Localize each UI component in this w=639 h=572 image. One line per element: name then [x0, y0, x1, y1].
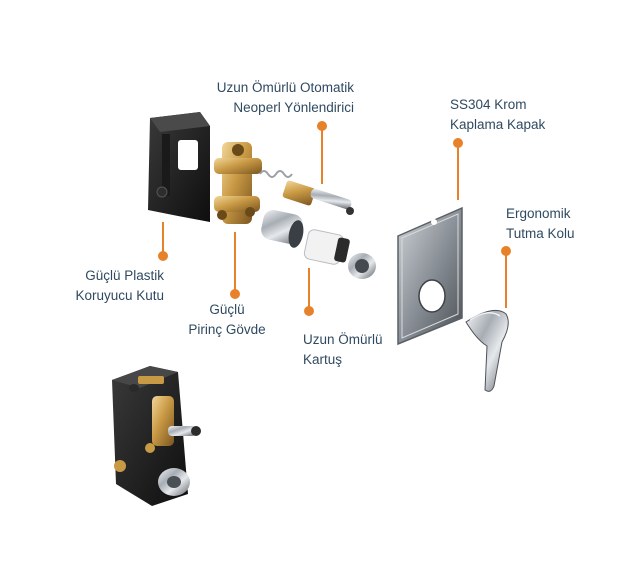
- callout-lines: [158, 121, 511, 316]
- callout-brass-body: Güçlü Pirinç Gövde: [188, 302, 266, 337]
- neoperl-marker: [317, 121, 327, 131]
- callout-cartridge: Uzun Ömürlü Kartuş: [303, 332, 383, 367]
- cover-plate-part: [397, 206, 463, 346]
- callout-handle: Ergonomik Tutma Kolu: [506, 206, 575, 241]
- callout-neoperl: Uzun Ömürlü Otomatik Neoperl Yönlendiric…: [216, 80, 354, 115]
- callout-cover: SS304 Krom Kaplama Kapak: [450, 97, 546, 132]
- brass-body-marker: [230, 289, 240, 299]
- sleeve-part: [261, 210, 304, 248]
- callout-plastic-box: Güçlü Plastik Koruyucu Kutu: [75, 268, 164, 303]
- cartridge-part: [303, 229, 376, 279]
- brass-body-part: [214, 142, 262, 224]
- cartridge-marker: [304, 306, 314, 316]
- diverter-part: [259, 170, 354, 215]
- plastic-box-marker: [158, 251, 168, 261]
- plastic-box-part: [148, 112, 210, 222]
- cover-marker: [453, 138, 463, 148]
- handle-marker: [501, 246, 511, 256]
- assembled-unit: [112, 366, 201, 506]
- handle-part: [465, 309, 509, 392]
